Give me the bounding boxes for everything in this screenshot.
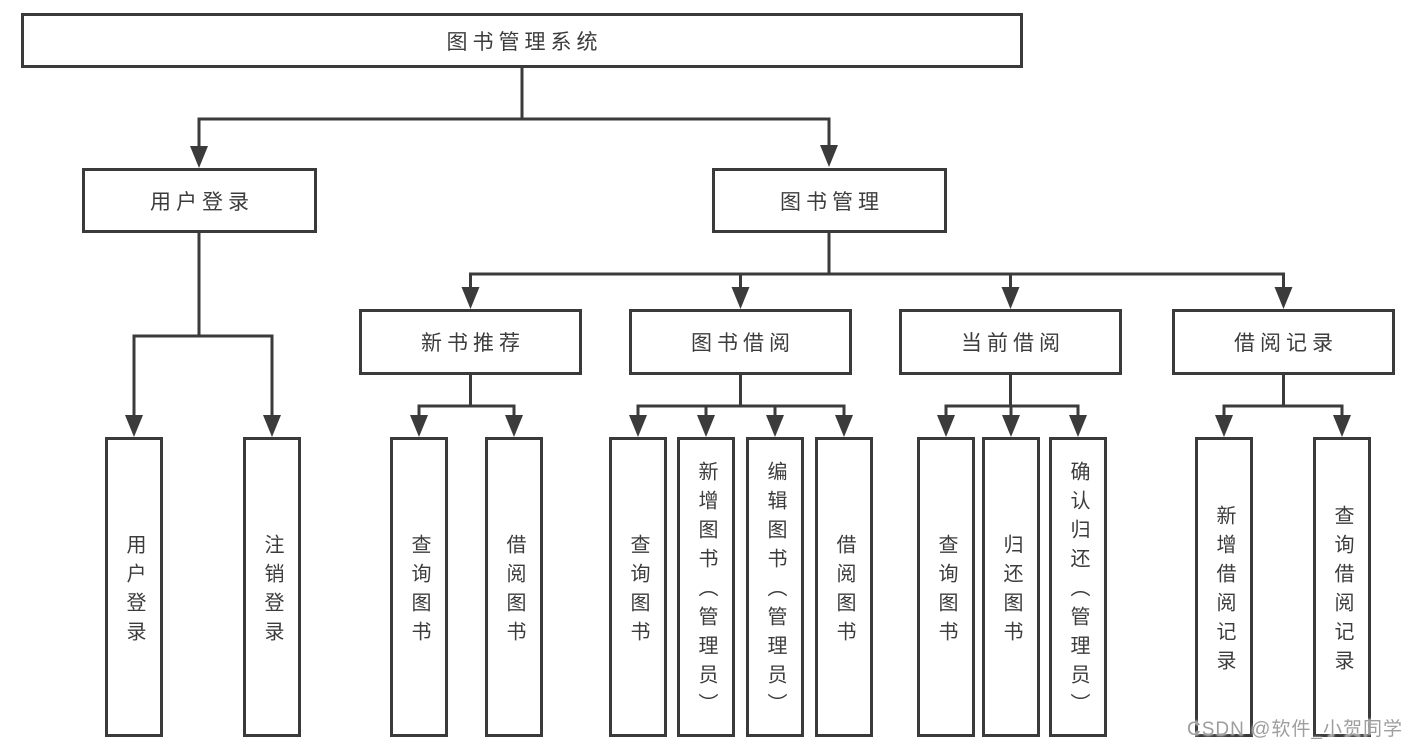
leaf-edit-book-admin-label: 编辑图书（管理员） bbox=[764, 461, 786, 722]
leaf-add-borrow-record-label: 新增借阅记录 bbox=[1213, 504, 1235, 679]
node-root: 图书管理系统 bbox=[21, 13, 1023, 68]
leaf-add-book-admin: 新增图书（管理员） bbox=[677, 437, 735, 737]
leaf-confirm-return-admin-label: 确认归还（管理员） bbox=[1067, 461, 1089, 722]
leaf-add-book-admin-label: 新增图书（管理员） bbox=[695, 461, 717, 722]
leaf-query-book-borrowing-label: 查询图书 bbox=[627, 533, 649, 650]
node-user-login: 用户登录 bbox=[82, 168, 317, 233]
node-borrow-records-label: 借阅记录 bbox=[1234, 332, 1338, 355]
csdn-watermark: CSDN @软件_小贺同学 bbox=[1187, 719, 1403, 740]
node-book-borrowing: 图书借阅 bbox=[629, 309, 852, 375]
leaf-add-borrow-record: 新增借阅记录 bbox=[1195, 437, 1253, 737]
node-book-management-label: 图书管理 bbox=[780, 190, 884, 214]
leaf-query-book-recommend: 查询图书 bbox=[390, 437, 448, 737]
leaf-query-book-borrowing: 查询图书 bbox=[609, 437, 667, 737]
node-book-borrowing-label: 图书借阅 bbox=[691, 332, 795, 355]
connector-borrow-records-to-leaves bbox=[1215, 373, 1351, 437]
leaf-borrow-book-recommend-label: 借阅图书 bbox=[503, 533, 525, 650]
connector-book-borrow-to-leaves bbox=[629, 373, 853, 437]
connector-user-login-to-leaves bbox=[125, 231, 281, 437]
leaf-return-book-label: 归还图书 bbox=[1000, 533, 1022, 650]
connector-current-borrow-to-leaves bbox=[937, 373, 1087, 437]
node-borrow-records: 借阅记录 bbox=[1172, 309, 1395, 375]
node-user-login-label: 用户登录 bbox=[150, 190, 254, 214]
leaf-borrow-book-borrowing-label: 借阅图书 bbox=[833, 533, 855, 650]
leaf-logout-label: 注销登录 bbox=[261, 533, 283, 650]
connector-book-mgmt-to-level3 bbox=[461, 231, 1293, 309]
node-new-book-recommend: 新书推荐 bbox=[359, 309, 582, 375]
leaf-logout: 注销登录 bbox=[243, 437, 301, 737]
node-current-borrowing-label: 当前借阅 bbox=[961, 332, 1065, 355]
node-root-label: 图书管理系统 bbox=[446, 30, 603, 54]
leaf-user-login-label: 用户登录 bbox=[123, 533, 145, 650]
leaf-query-book-current: 查询图书 bbox=[917, 437, 975, 737]
leaf-query-book-current-label: 查询图书 bbox=[935, 533, 957, 650]
leaf-user-login: 用户登录 bbox=[105, 437, 163, 737]
leaf-query-book-recommend-label: 查询图书 bbox=[408, 533, 430, 650]
node-current-borrowing: 当前借阅 bbox=[899, 309, 1122, 375]
leaf-borrow-book-borrowing: 借阅图书 bbox=[815, 437, 873, 737]
leaf-edit-book-admin: 编辑图书（管理员） bbox=[746, 437, 804, 737]
node-book-management: 图书管理 bbox=[712, 168, 947, 233]
leaf-return-book: 归还图书 bbox=[982, 437, 1040, 737]
leaf-query-borrow-record: 查询借阅记录 bbox=[1313, 437, 1371, 737]
leaf-borrow-book-recommend: 借阅图书 bbox=[485, 437, 543, 737]
node-new-book-recommend-label: 新书推荐 bbox=[421, 332, 525, 355]
leaf-query-borrow-record-label: 查询借阅记录 bbox=[1331, 504, 1353, 679]
leaf-confirm-return-admin: 确认归还（管理员） bbox=[1049, 437, 1107, 737]
connector-root-to-level2 bbox=[190, 66, 838, 168]
connector-new-book-rec-to-leaves bbox=[410, 373, 523, 437]
